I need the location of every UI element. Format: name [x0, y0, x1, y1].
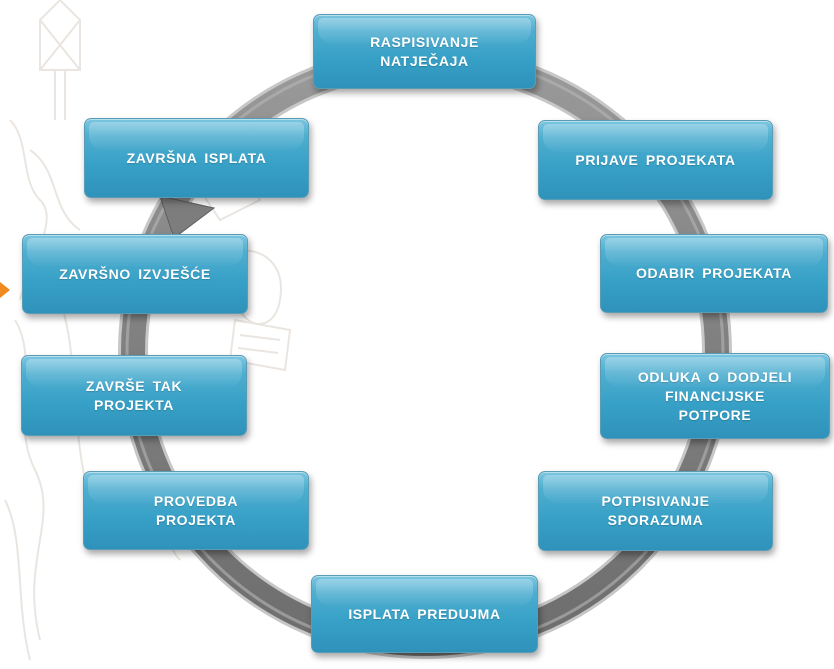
step-odabir-projekata: ODABIR PROJEKATA [600, 234, 828, 313]
cycle-arrowhead [159, 195, 216, 239]
step-label: RASPISIVANJE NATJEČAJA [370, 33, 479, 69]
step-label: ISPLATA PREDUJMA [348, 605, 501, 622]
step-raspisivanje-natjecaja: RASPISIVANJE NATJEČAJA [313, 14, 536, 89]
step-label: POTPISIVANJE SPORAZUMA [601, 493, 710, 528]
step-prijave-projekata: PRIJAVE PROJEKATA [538, 120, 773, 200]
step-zavrsetak-projekta: ZAVRŠE TAK PROJEKTA [21, 355, 247, 436]
step-potpisivanje-sporazuma: POTPISIVANJE SPORAZUMA [538, 471, 773, 551]
orange-pointer-marker [0, 282, 10, 298]
step-label: ODLUKA O DODJELI FINANCIJSKE POTPORE [637, 368, 793, 423]
step-label: ZAVRŠNA ISPLATA [126, 149, 267, 166]
step-isplata-predujma: ISPLATA PREDUJMA [311, 575, 538, 653]
step-odluka-o-dodjeli: ODLUKA O DODJELI FINANCIJSKE POTPORE [600, 353, 830, 439]
step-zavrsna-isplata: ZAVRŠNA ISPLATA [84, 118, 309, 198]
step-label: PRIJAVE PROJEKATA [575, 151, 736, 168]
step-label: ZAVRŠNO IZVJEŠĆE [59, 265, 211, 282]
step-label: ODABIR PROJEKATA [636, 265, 792, 281]
step-zavrsno-izvjesce: ZAVRŠNO IZVJEŠĆE [22, 234, 248, 314]
step-label: ZAVRŠE TAK PROJEKTA [85, 377, 183, 413]
step-label: PROVEDBA PROJEKTA [153, 492, 239, 528]
step-provedba-projekta: PROVEDBA PROJEKTA [83, 471, 309, 550]
